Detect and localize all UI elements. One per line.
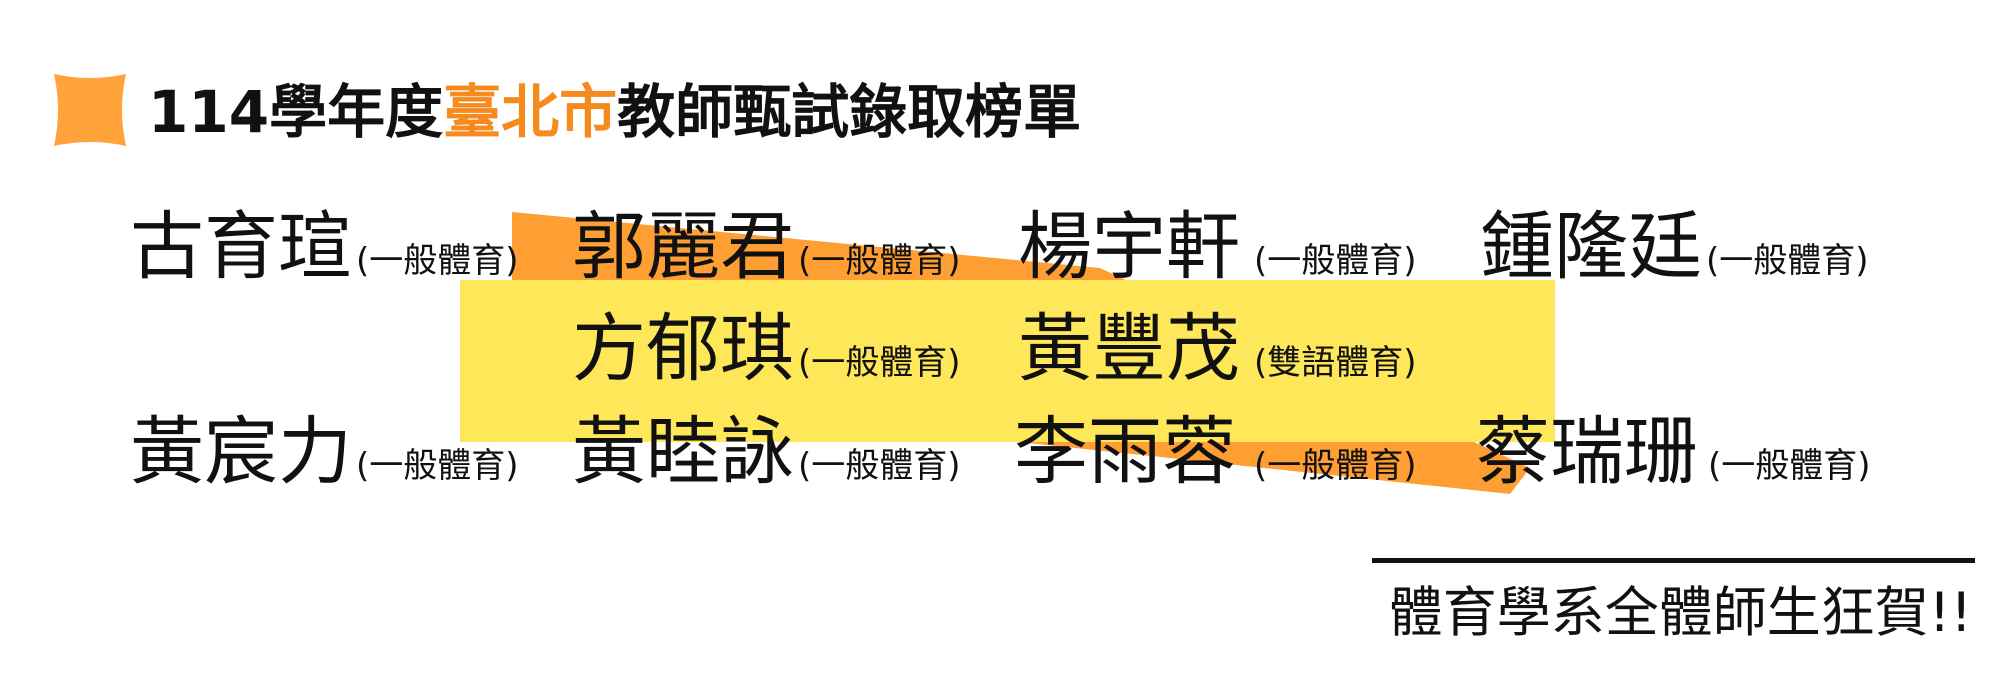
candidate-name: 古育瑄 bbox=[130, 204, 352, 290]
candidate-category: (一般體育) bbox=[798, 241, 961, 281]
candidate-category: (一般體育) bbox=[356, 446, 519, 486]
candidate-name: 李雨蓉 bbox=[1014, 409, 1236, 495]
title-suffix: 教師甄試錄取榜單 bbox=[617, 78, 1082, 146]
list-item: 黃睦詠 (一般體育) bbox=[572, 415, 961, 489]
list-item: 李雨蓉 (一般體育) bbox=[1014, 415, 1417, 489]
candidate-name: 郭麗君 bbox=[572, 204, 794, 290]
list-item: 方郁琪 (一般體育) bbox=[572, 312, 961, 386]
candidate-category: (一般體育) bbox=[798, 446, 961, 486]
candidate-name: 楊宇軒 bbox=[1018, 204, 1240, 290]
congratulations-text: 體育學系全體師生狂賀!! bbox=[1388, 581, 1972, 644]
footer-divider bbox=[1372, 558, 1975, 563]
candidate-category: (一般體育) bbox=[1254, 446, 1417, 486]
list-item: 黃豐茂 (雙語體育) bbox=[1018, 312, 1417, 386]
title-prefix: 114學年度 bbox=[148, 78, 444, 146]
list-item: 黃宸力 (一般體育) bbox=[130, 415, 519, 489]
candidate-name: 蔡瑞珊 bbox=[1476, 409, 1698, 495]
candidate-category: (雙語體育) bbox=[1254, 343, 1417, 383]
candidate-category: (一般體育) bbox=[356, 241, 519, 281]
list-item: 鍾隆廷 (一般體育) bbox=[1480, 210, 1869, 284]
candidate-name: 黃宸力 bbox=[130, 409, 352, 495]
list-item: 郭麗君 (一般體育) bbox=[572, 210, 961, 284]
page-title: 114學年度臺北市教師甄試錄取榜單 bbox=[148, 72, 1081, 152]
candidate-name: 鍾隆廷 bbox=[1480, 204, 1702, 290]
list-item: 楊宇軒 (一般體育) bbox=[1018, 210, 1417, 284]
candidate-category: (一般體育) bbox=[1254, 241, 1417, 281]
title-highlight: 臺北市 bbox=[443, 78, 618, 146]
list-item: 古育瑄 (一般體育) bbox=[130, 210, 519, 284]
candidate-name: 黃豐茂 bbox=[1018, 306, 1240, 392]
candidate-name: 方郁琪 bbox=[572, 306, 794, 392]
candidate-name: 黃睦詠 bbox=[572, 409, 794, 495]
candidate-category: (一般體育) bbox=[798, 343, 961, 383]
list-item: 蔡瑞珊 (一般體育) bbox=[1476, 415, 1871, 489]
candidate-category: (一般體育) bbox=[1708, 446, 1871, 486]
square-badge-icon bbox=[54, 74, 126, 146]
candidate-category: (一般體育) bbox=[1706, 241, 1869, 281]
